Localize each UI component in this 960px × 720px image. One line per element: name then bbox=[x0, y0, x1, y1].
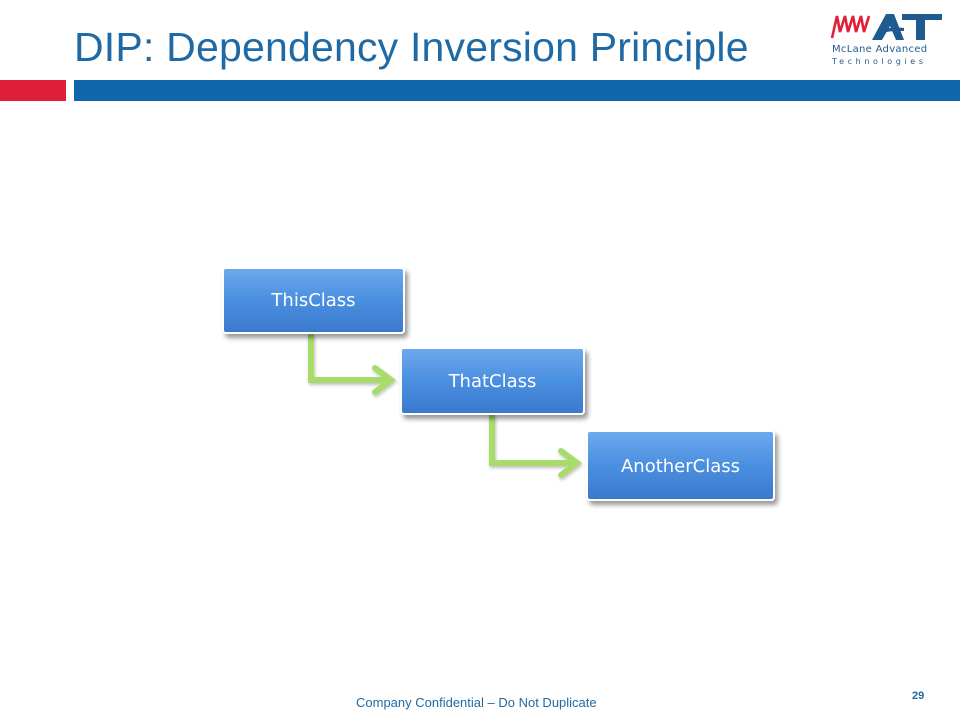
footer-confidential: Company Confidential – Do Not Duplicate bbox=[356, 695, 597, 710]
class-box-label: AnotherClass bbox=[621, 456, 740, 477]
connector-that-to-another bbox=[489, 415, 582, 478]
company-subtitle: Technologies bbox=[832, 57, 927, 66]
header-bar-red bbox=[0, 80, 66, 101]
slide-title: DIP: Dependency Inversion Principle bbox=[74, 24, 749, 70]
class-box-thisclass: ThisClass bbox=[222, 267, 405, 334]
connector-this-to-that bbox=[308, 334, 396, 395]
company-name: McLane Advanced bbox=[832, 44, 928, 55]
company-logo: AT McLane Advanced Technologies bbox=[828, 10, 952, 70]
page-number: 29 bbox=[912, 690, 925, 702]
class-box-label: ThatClass bbox=[448, 371, 537, 392]
logo-mark-icon: AT bbox=[830, 14, 942, 40]
header-bar-blue bbox=[74, 80, 960, 101]
class-box-label: ThisClass bbox=[270, 290, 355, 311]
class-box-anotherclass: AnotherClass bbox=[586, 430, 775, 501]
class-box-thatclass: ThatClass bbox=[400, 347, 585, 415]
